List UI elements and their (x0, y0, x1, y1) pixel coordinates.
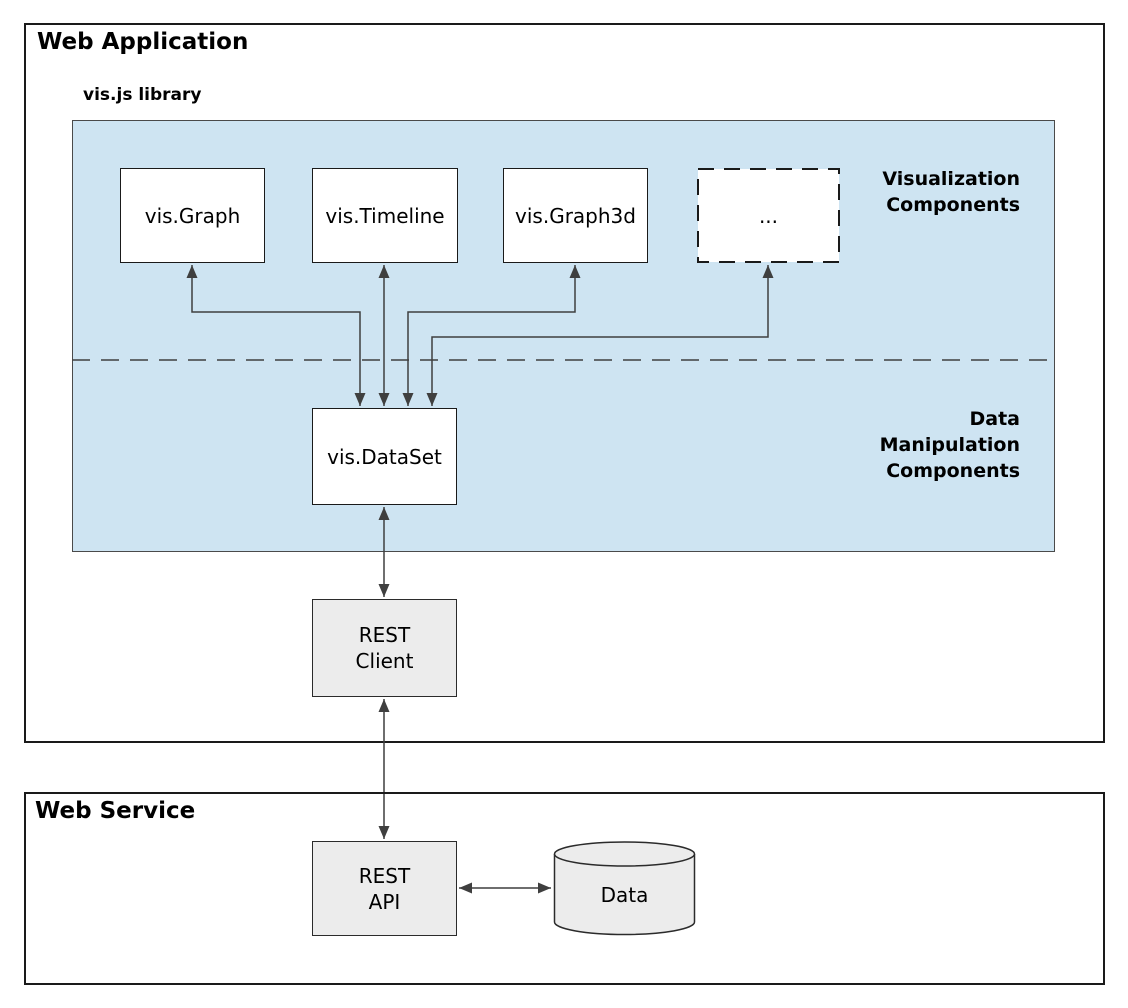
node-rest-client: REST Client (312, 599, 457, 697)
placeholder-component-box (697, 168, 840, 263)
web-service-box (24, 792, 1105, 985)
data-manipulation-line1: Data (969, 408, 1021, 430)
rest-client-line1: REST (358, 623, 411, 647)
node-rest-client-label: REST Client (356, 622, 414, 674)
node-vis-graph3d: vis.Graph3d (503, 168, 648, 263)
node-placeholder: ... (697, 168, 840, 263)
node-vis-timeline-label: vis.Timeline (325, 203, 445, 228)
data-store-label-text: Data (600, 883, 649, 907)
node-rest-api: REST API (312, 841, 457, 936)
cylinder-body (553, 854, 696, 936)
node-vis-graph-label: vis.Graph (144, 203, 241, 228)
node-placeholder-label: ... (758, 203, 779, 228)
cylinder-top (553, 841, 696, 867)
data-store-label: Data (553, 854, 696, 936)
web-application-box (24, 23, 1105, 743)
node-rest-api-label: REST API (359, 863, 410, 915)
data-manipulation-components-label: Data Manipulation Components (880, 406, 1020, 484)
visualization-components-line2: Components (886, 194, 1020, 216)
visualization-components-label: Visualization Components (882, 166, 1020, 218)
node-vis-dataset-label: vis.DataSet (327, 444, 442, 469)
connector-graph-dataset (186, 265, 366, 406)
rest-api-line2: API (368, 889, 401, 914)
rest-client-line2: Client (355, 649, 414, 673)
data-store-cylinder (553, 841, 696, 936)
connector-graph3d-dataset (402, 265, 581, 406)
web-service-title: Web Service (35, 798, 196, 824)
node-vis-graph3d-label: vis.Graph3d (515, 203, 636, 228)
visjs-library-label: vis.js library (83, 85, 202, 105)
data-manipulation-line3: Components (886, 460, 1020, 482)
visualization-components-line1: Visualization (882, 168, 1020, 190)
web-application-title: Web Application (37, 29, 249, 55)
connector-placeholder-dataset (426, 265, 774, 406)
node-vis-graph: vis.Graph (120, 168, 265, 263)
rest-api-line1: REST (358, 863, 411, 888)
data-manipulation-line2: Manipulation (879, 434, 1020, 456)
node-vis-dataset: vis.DataSet (312, 408, 457, 505)
node-vis-timeline: vis.Timeline (312, 168, 458, 263)
